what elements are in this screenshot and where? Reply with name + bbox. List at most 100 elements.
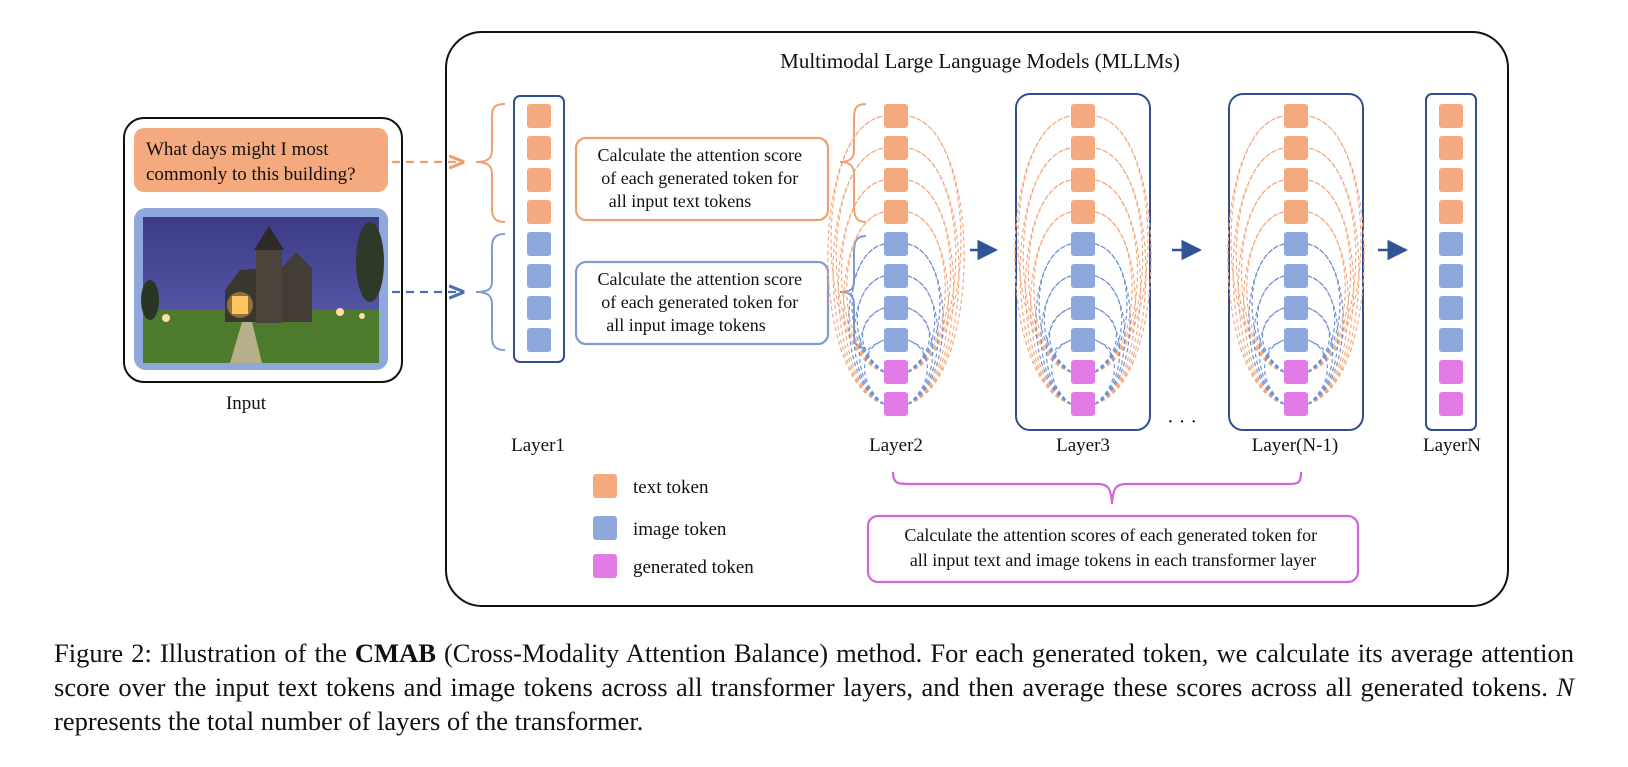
text-token xyxy=(1284,200,1308,224)
attention-arc xyxy=(1307,179,1355,405)
layer-n-minus-1-tokens xyxy=(1284,104,1308,416)
question-box xyxy=(134,128,388,192)
image-token xyxy=(527,328,551,352)
attention-arc xyxy=(1307,179,1351,373)
text-callout-line-1: Calculate the attention score xyxy=(598,145,802,165)
attention-arc xyxy=(1051,339,1072,405)
attention-arc xyxy=(853,275,885,405)
question-line-1: What days might I most xyxy=(146,139,329,160)
image-token xyxy=(884,264,908,288)
attention-arc xyxy=(907,275,936,373)
text-callout: Calculate the attention score of each ge… xyxy=(574,136,830,222)
attention-arc xyxy=(1094,211,1133,373)
figure-caption: Figure 2: Illustration of the CMAB (Cros… xyxy=(54,636,1574,738)
attention-arc xyxy=(1040,275,1072,405)
image-callout-line-1: Calculate the attention score xyxy=(598,269,802,289)
text-callout-line-2: of each generated token for xyxy=(601,168,798,188)
attention-arc xyxy=(843,211,885,405)
image-token xyxy=(527,264,551,288)
attention-arc xyxy=(1237,179,1285,405)
layer2-tokens xyxy=(884,104,908,416)
text-token xyxy=(1439,168,1463,192)
cmab-diagram: Multimodal Large Language Models (MLLMs)… xyxy=(123,31,1509,607)
image-token xyxy=(884,232,908,256)
layer-n-label: LayerN xyxy=(1423,435,1481,456)
layer2-text-brace xyxy=(839,103,867,223)
image-token xyxy=(1284,328,1308,352)
image-token xyxy=(1071,328,1095,352)
attention-arc xyxy=(1019,147,1072,405)
caption-suffix: represents the total number of layers of… xyxy=(54,706,644,736)
image-token xyxy=(1439,328,1463,352)
attention-arc xyxy=(907,211,949,405)
layer-n-minus-1-frame xyxy=(1228,93,1364,431)
generated-token xyxy=(1439,360,1463,384)
attention-arc xyxy=(864,339,885,405)
attention-arc xyxy=(1094,339,1115,405)
text-token xyxy=(1284,104,1308,128)
image-token xyxy=(527,296,551,320)
text-token xyxy=(1071,200,1095,224)
image-token xyxy=(1284,296,1308,320)
layer-n-tokens xyxy=(1439,104,1463,416)
attention-arc xyxy=(1094,275,1123,373)
attention-arc xyxy=(837,179,885,405)
attention-arc xyxy=(1014,115,1072,405)
svg-text:Calculate the attention scores: Calculate the attention scores of each g… xyxy=(904,525,1321,570)
legend-swatch-image xyxy=(593,516,617,540)
attention-arc xyxy=(1243,211,1285,405)
attention-arc xyxy=(1232,147,1285,405)
text-token xyxy=(1071,136,1095,160)
attention-arc xyxy=(1094,307,1121,405)
attention-arc xyxy=(1094,179,1138,373)
attention-arc xyxy=(1028,179,1072,373)
attention-arc xyxy=(841,179,885,373)
text-token xyxy=(527,104,551,128)
mllm-frame xyxy=(445,31,1509,607)
attention-arc xyxy=(1258,307,1285,405)
text-token xyxy=(527,200,551,224)
image-token xyxy=(884,296,908,320)
attention-arc xyxy=(907,115,965,405)
image-token xyxy=(1284,232,1308,256)
image-token xyxy=(1071,264,1095,288)
caption-variable: N xyxy=(1556,672,1574,702)
attention-arc xyxy=(1024,179,1072,405)
text-token xyxy=(1071,168,1095,192)
text-token xyxy=(527,168,551,192)
text-token xyxy=(1284,168,1308,192)
text-token xyxy=(1439,136,1463,160)
text-token xyxy=(884,136,908,160)
input-label: Input xyxy=(226,393,267,414)
attention-arc xyxy=(1253,275,1285,405)
text-token xyxy=(1439,200,1463,224)
legend-swatch-text xyxy=(593,474,617,498)
attention-arc xyxy=(1307,275,1336,373)
layer1-label: Layer1 xyxy=(511,435,565,456)
generated-token xyxy=(1071,360,1095,384)
generated-token xyxy=(1284,360,1308,384)
legend: text token image token generated token xyxy=(593,474,754,578)
layer3-tokens xyxy=(1071,104,1095,416)
svg-text:Calculate the attention score: Calculate the attention score of each ge… xyxy=(598,145,807,211)
attention-arc xyxy=(832,147,885,405)
layer-n-frame xyxy=(1425,93,1477,431)
text-token xyxy=(884,168,908,192)
legend-swatch-generated xyxy=(593,554,617,578)
image-callout: Calculate the attention score of each ge… xyxy=(574,260,830,346)
attention-arc xyxy=(1094,179,1142,405)
layer1-frame xyxy=(513,95,565,363)
text-token xyxy=(1071,104,1095,128)
layer3-label: Layer3 xyxy=(1056,435,1110,456)
attention-arc xyxy=(1030,211,1072,405)
attention-arc xyxy=(1307,339,1328,405)
attention-arc xyxy=(1045,307,1072,405)
image-token xyxy=(1071,232,1095,256)
generated-token xyxy=(1071,392,1095,416)
attention-arc xyxy=(1307,275,1339,405)
attention-arc xyxy=(1094,275,1126,405)
layers-callout-line-1: Calculate the attention scores of each g… xyxy=(904,525,1317,545)
image-token xyxy=(884,328,908,352)
attention-arc xyxy=(907,147,960,405)
mllm-title: Multimodal Large Language Models (MLLMs) xyxy=(780,49,1180,73)
